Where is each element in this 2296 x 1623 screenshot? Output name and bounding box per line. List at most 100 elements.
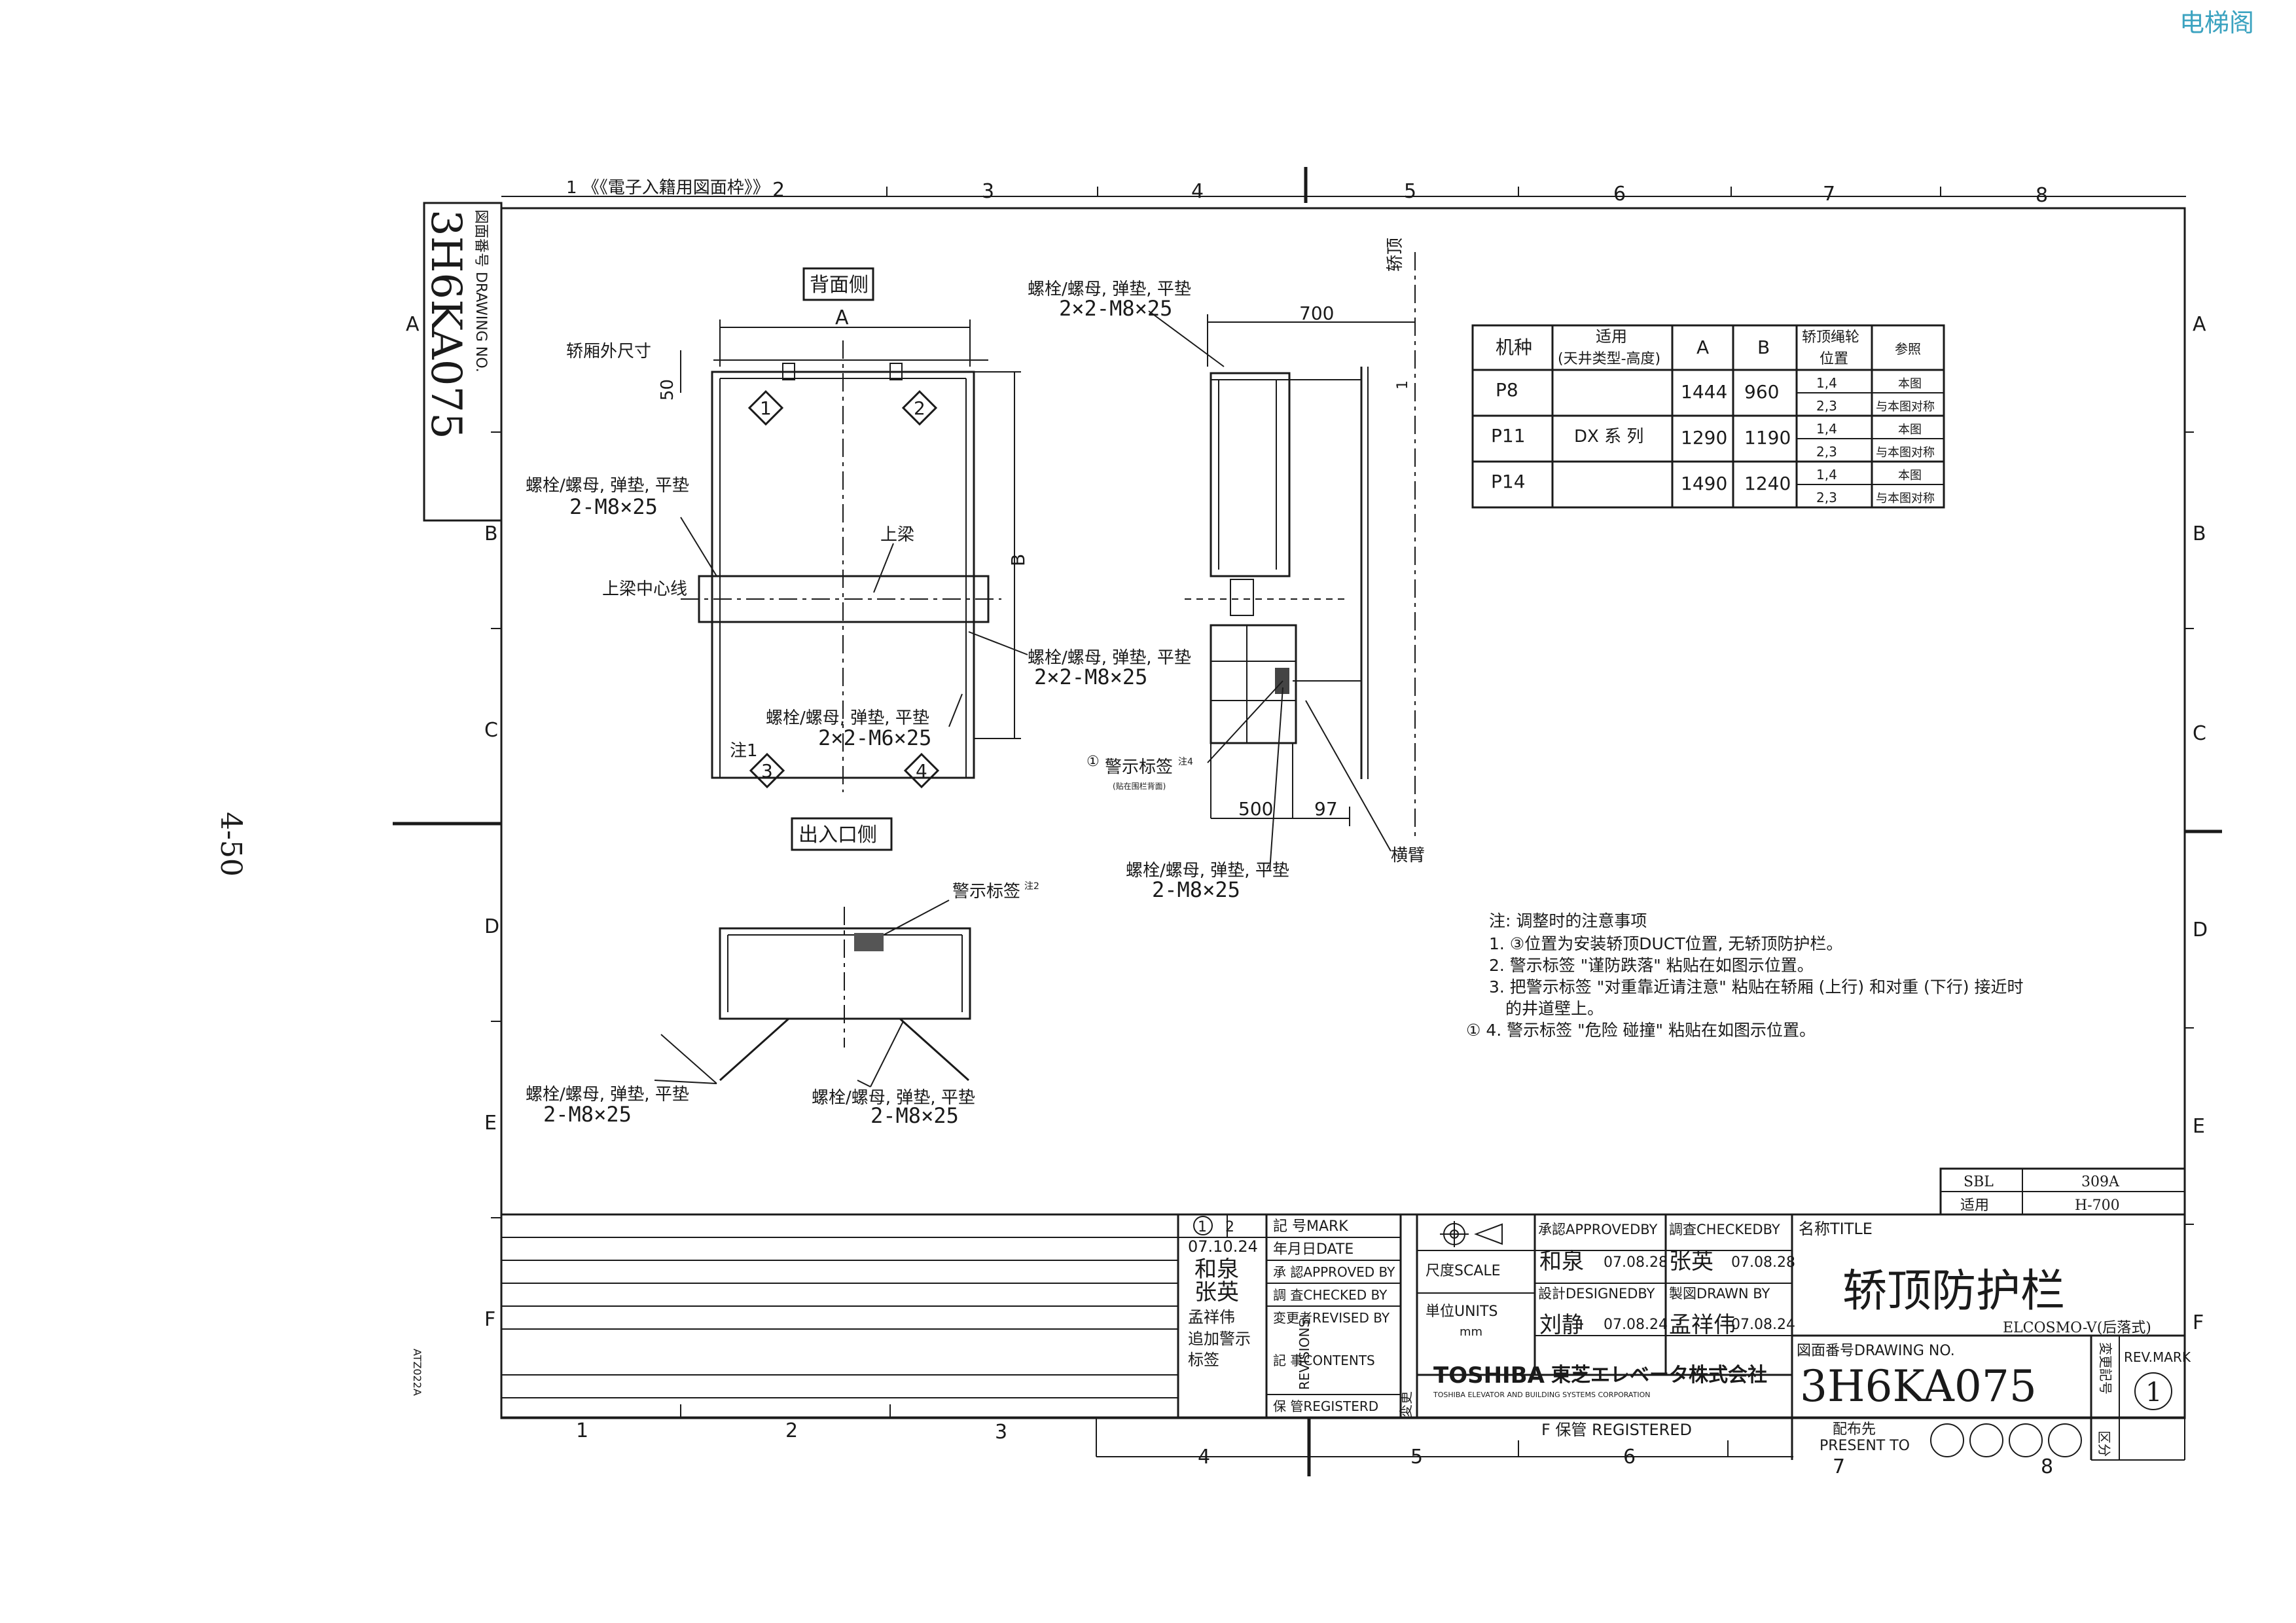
svg-text:的井道壁上。: 的井道壁上。 [1505,999,1604,1018]
notes-block: 注: 调整时的注意事项 1. ③位置为安装轿顶DUCT位置, 无轿顶防护栏。 2… [1466,911,2024,1040]
label-entrance-side: 出入口侧 [798,824,877,847]
svg-text:螺栓/螺母, 弹垫, 平垫: 螺栓/螺母, 弹垫, 平垫 [526,1085,689,1104]
svg-text:変更: 変更 [1398,1391,1414,1417]
svg-text:07.08.28: 07.08.28 [1604,1254,1668,1271]
svg-text:3. 把警示标签 "对重靠近请注意" 粘贴在轿厢 (上行): 3. 把警示标签 "对重靠近请注意" 粘贴在轿厢 (上行) 和对重 (下行) 接… [1489,977,2024,996]
svg-text:螺栓/螺母, 弹垫, 平垫: 螺栓/螺母, 弹垫, 平垫 [1126,861,1289,881]
svg-text:2,3: 2,3 [1816,444,1837,460]
svg-text:轿顶绳轮: 轿顶绳轮 [1802,329,1859,346]
svg-text:本图: 本图 [1898,469,1922,483]
svg-text:F: F [2193,1311,2204,1334]
marker-4: 4 [903,752,940,789]
svg-text:D: D [2193,919,2208,941]
svg-text:F: F [484,1308,495,1331]
label-warning-1: 警示标签 [1105,757,1173,777]
svg-text:3: 3 [982,180,994,203]
svg-text:6: 6 [1623,1446,1636,1468]
svg-text:位置: 位置 [1820,351,1848,367]
svg-text:1490: 1490 [1681,473,1727,494]
svg-text:1190: 1190 [1744,427,1791,448]
svg-text:ELCOSMO-V(后落式): ELCOSMO-V(后落式) [2003,1320,2151,1336]
svg-text:8: 8 [2036,184,2048,207]
bolt-callout-4: 螺栓/螺母, 弹垫, 平垫 2-M8×25 [1126,861,1289,902]
svg-text:H-700: H-700 [2075,1197,2120,1214]
svg-text:螺栓/螺母, 弹垫, 平垫: 螺栓/螺母, 弹垫, 平垫 [1028,280,1191,299]
svg-text:5: 5 [1404,180,1416,203]
svg-text:1,4: 1,4 [1816,467,1837,483]
side-code: ATZ022A [411,1349,423,1396]
svg-text:PRESENT TO: PRESENT TO [1820,1438,1910,1454]
projection-symbol-icon [1440,1221,1503,1247]
sbl-box: SBL 309A 适用 H-700 [1939,1167,2186,1216]
svg-text:97: 97 [1314,798,1338,820]
svg-text:①: ① [1086,754,1100,770]
svg-text:2-M8×25: 2-M8×25 [543,1102,632,1127]
revision-block: 1 2 07.10.24 和泉 张英 孟祥伟 追加警示 标签 記 号MARK 年… [501,1213,2185,1476]
frame-row-letters-right: A B C D E F [2193,313,2208,1334]
company-logo: TOSHIBA [1433,1362,1545,1389]
svg-text:螺栓/螺母, 弹垫, 平垫: 螺栓/螺母, 弹垫, 平垫 [526,476,689,496]
bolt-callout-5: 螺栓/螺母, 弹垫, 平垫 2-M8×25 [526,1085,689,1127]
marker-2: 2 [901,390,938,426]
svg-text:(贴在围栏背面): (贴在围栏背面) [1113,781,1166,791]
svg-text:2: 2 [772,179,785,202]
svg-text:① 4. 警示标签 "危险 碰撞" 粘贴在如图示位置。: ① 4. 警示标签 "危险 碰撞" 粘贴在如图示位置。 [1466,1021,1816,1040]
svg-text:SBL: SBL [1964,1174,1994,1190]
svg-text:D: D [484,915,499,938]
svg-text:A: A [835,306,849,329]
svg-text:単位UNITS: 単位UNITS [1426,1304,1498,1320]
svg-text:年月日DATE: 年月日DATE [1273,1241,1354,1258]
label-upper-beam: 上梁 [880,525,914,545]
svg-text:1: 1 [1198,1219,1207,1235]
label-note1: 注1 [730,741,758,761]
svg-text:张英: 张英 [1669,1249,1713,1275]
svg-text:記 事CONTENTS: 記 事CONTENTS [1273,1353,1375,1368]
svg-text:700: 700 [1299,302,1334,324]
svg-text:2-M8×25: 2-M8×25 [870,1103,959,1128]
drawing-number: 3H6KA075 [1800,1361,2037,1412]
svg-text:変更記号: 変更記号 [2098,1342,2113,1395]
svg-text:2,3: 2,3 [1816,398,1837,414]
svg-text:2: 2 [785,1419,798,1442]
bolt-callout-1: 螺栓/螺母, 弹垫, 平垫 2-M8×25 [526,476,689,519]
bolt-callout-3: 螺栓/螺母, 弹垫, 平垫 2×2-M6×25 [766,708,931,750]
left-stamp-number: 3H6KA075 [422,210,470,439]
svg-text:B: B [484,522,498,545]
svg-text:REVISIONS: REVISIONS [1297,1319,1312,1390]
svg-text:記 号MARK: 記 号MARK [1273,1218,1348,1235]
svg-text:C: C [484,719,498,742]
svg-text:适用: 适用 [1596,327,1627,346]
svg-text:P11: P11 [1491,425,1526,447]
marker-3: 3 [749,752,785,789]
title-block: 尺度SCALE 単位UNITS mm 承認APPROVEDBY 和泉 07.08… [1417,1214,2191,1461]
page-number: 4-50 [214,812,247,877]
svg-text:与本图对称: 与本图对称 [1876,492,1935,505]
svg-text:2×2-M8×25: 2×2-M8×25 [1059,296,1172,321]
entrance-side-view: 出入口侧 警示标签 注2 [654,817,1039,1087]
revision-approved: 和泉 [1194,1256,1239,1283]
spec-table: 机种 适用 (天井类型-高度) A B 轿顶绳轮 位置 参照 DX 系 列 P8… [1471,324,1945,509]
svg-text:1240: 1240 [1744,473,1791,494]
svg-text:2×2-M6×25: 2×2-M6×25 [818,725,931,750]
svg-text:本图: 本图 [1898,423,1922,437]
back-side-view: 背面侧 A 轿厢外尺寸 50 上梁中心线 上梁 B 1 [566,267,1029,792]
svg-text:1. ③位置为安装轿顶DUCT位置, 无轿顶防护栏。: 1. ③位置为安装轿顶DUCT位置, 无轿顶防护栏。 [1489,934,1842,953]
left-stamp: 図面番号 DRAWING NO. 3H6KA075 [422,202,503,522]
svg-text:E: E [484,1112,497,1135]
svg-text:螺栓/螺母, 弹垫, 平垫: 螺栓/螺母, 弹垫, 平垫 [766,708,929,728]
svg-text:設計DESIGNEDBY: 設計DESIGNEDBY [1538,1286,1655,1302]
frame-row-letters-left: A B C D E F [406,313,499,1331]
svg-text:(天井类型-高度): (天井类型-高度) [1558,351,1660,367]
svg-text:与本图对称: 与本图对称 [1876,400,1935,414]
label-warning-2: 警示标签 [952,882,1020,902]
svg-text:960: 960 [1744,381,1779,403]
svg-text:図面番号DRAWING NO.: 図面番号DRAWING NO. [1797,1343,1955,1359]
svg-text:調査CHECKEDBY: 調査CHECKEDBY [1669,1222,1780,1237]
svg-text:1: 1 [576,1419,588,1442]
svg-text:4: 4 [1191,180,1204,203]
th-A: A [1696,337,1709,358]
svg-text:7: 7 [1823,183,1835,206]
svg-text:1290: 1290 [1681,427,1727,448]
svg-text:注2: 注2 [1024,881,1039,892]
